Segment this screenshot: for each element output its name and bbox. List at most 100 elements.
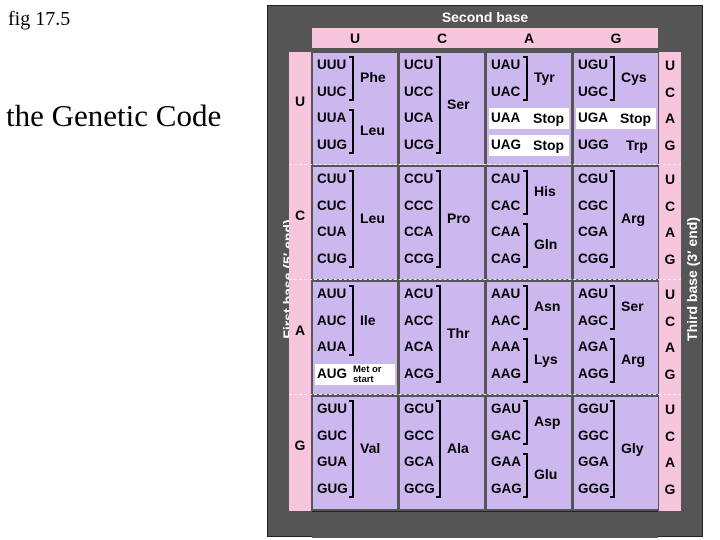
amino-acid-label: Pro xyxy=(447,209,471,226)
first-base-letter: C xyxy=(294,207,306,223)
amino-acid-label: Asp xyxy=(534,413,561,430)
stop-label: Stop xyxy=(533,136,565,153)
stop-label: Stop xyxy=(533,110,565,126)
codon-text: GAG xyxy=(491,480,522,496)
bracket xyxy=(436,400,441,498)
amino-acid-label: Asn xyxy=(534,298,561,315)
codon-text: GUG xyxy=(317,480,348,496)
bracket xyxy=(349,400,354,498)
third-base-letter: G xyxy=(664,480,676,497)
codon-text: ACG xyxy=(404,365,434,381)
codon-text: CGG xyxy=(578,250,609,266)
slide-title: the Genetic Code xyxy=(6,98,222,133)
codon-text: AGA xyxy=(578,339,608,354)
codon-text: ACA xyxy=(404,339,434,354)
codon-text: UGC xyxy=(578,83,608,99)
codon-text: UUA xyxy=(317,110,347,125)
third-base-letter: U xyxy=(664,171,676,187)
second-base-title: Second base xyxy=(441,9,529,25)
codon-text: AGC xyxy=(578,312,608,328)
codon-text: GCU xyxy=(404,401,434,416)
row-separator xyxy=(289,279,681,280)
codon-block xyxy=(400,397,484,509)
third-base-letter: U xyxy=(664,57,676,73)
codon-text: GUU xyxy=(317,401,347,416)
second-base-letter: C xyxy=(436,30,448,46)
figure-label: fig 17.5 xyxy=(8,8,71,30)
third-base-letter: A xyxy=(664,454,676,470)
codon-text: UCA xyxy=(404,110,434,125)
codon-text: CCA xyxy=(404,224,434,239)
codon-block xyxy=(574,282,658,394)
third-base-letter: A xyxy=(664,224,676,240)
codon-block xyxy=(487,167,571,279)
amino-acid-label: Ala xyxy=(447,439,469,456)
bracket xyxy=(610,170,615,268)
codon-text: AAC xyxy=(491,312,521,328)
codon-text: CGC xyxy=(578,197,608,213)
codon-text: AUC xyxy=(317,312,347,328)
bottom-bar xyxy=(312,511,658,538)
codon-block xyxy=(400,282,484,394)
codon-block xyxy=(400,53,484,165)
codon-text: AAA xyxy=(491,339,521,354)
met-start-label: Met or start xyxy=(353,363,382,385)
codon-block xyxy=(313,167,397,279)
codon-text: GUC xyxy=(317,427,347,443)
amino-acid-label: Gly xyxy=(621,439,644,456)
amino-acid-label: His xyxy=(534,183,556,200)
codon-text: CCU xyxy=(404,171,434,186)
codon-text: GGC xyxy=(578,427,609,443)
codon-text: CCC xyxy=(404,197,434,213)
bracket xyxy=(436,56,441,154)
codon-text: GCC xyxy=(404,427,434,443)
third-base-letter: A xyxy=(664,110,676,126)
codon-block xyxy=(574,167,658,279)
codon-block xyxy=(400,167,484,279)
codon-text: UUU xyxy=(317,57,347,72)
bracket xyxy=(523,170,528,215)
codon-text: GCG xyxy=(404,480,435,496)
codon-text: CUA xyxy=(317,224,347,239)
codon-text: UCU xyxy=(404,57,434,72)
third-base-letter: G xyxy=(664,365,676,382)
codon-text: AGG xyxy=(578,365,609,381)
amino-acid-label: Ser xyxy=(621,298,644,315)
codon-block xyxy=(487,397,571,509)
codon-block xyxy=(313,397,397,509)
second-base-letter: G xyxy=(610,30,622,46)
codon-text: CCG xyxy=(404,250,434,266)
bracket xyxy=(610,56,615,101)
first-base-letter: G xyxy=(294,437,306,453)
codon-text: UGU xyxy=(578,57,608,72)
bracket xyxy=(523,338,528,383)
amino-acid-label: Lys xyxy=(534,351,558,368)
bracket xyxy=(349,56,354,101)
amino-acid-label: Thr xyxy=(447,324,470,341)
row-separator xyxy=(289,164,681,165)
bracket xyxy=(523,453,528,498)
codon-text: CGU xyxy=(578,171,608,186)
third-base-letter: C xyxy=(664,312,676,329)
highlight-box xyxy=(576,108,656,129)
codon-text: GGU xyxy=(578,401,609,416)
codon-text: UCC xyxy=(404,83,434,99)
third-base-letter: G xyxy=(664,136,676,153)
codon-text: CGA xyxy=(578,224,608,239)
third-base-letter: C xyxy=(664,197,676,214)
codon-text: GUA xyxy=(317,454,347,469)
codon-text: AUG xyxy=(317,365,347,381)
row-separator xyxy=(289,394,681,395)
third-base-letter: C xyxy=(664,83,676,100)
amino-acid-label: Trp xyxy=(626,136,648,153)
amino-acid-label: Ser xyxy=(447,95,470,112)
codon-text: GGA xyxy=(578,454,609,469)
bracket xyxy=(610,400,615,498)
bracket xyxy=(523,56,528,101)
codon-text: GCA xyxy=(404,454,434,469)
amino-acid-label: Leu xyxy=(360,209,385,226)
first-base-letter: U xyxy=(294,93,306,109)
codon-text: AAU xyxy=(491,286,521,301)
codon-text: ACU xyxy=(404,286,434,301)
third-base-letter: A xyxy=(664,339,676,355)
